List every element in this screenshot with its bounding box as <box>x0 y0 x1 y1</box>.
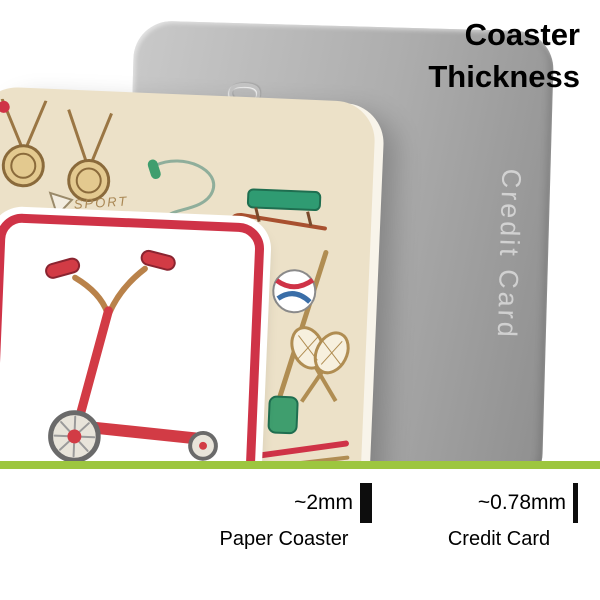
coaster-measurement: ~2mm Paper Coaster <box>196 482 372 551</box>
ball-icon <box>269 266 319 321</box>
page-title: Coaster Thickness <box>428 14 580 98</box>
scene: 0000 Credit Card <box>0 14 580 469</box>
title-line-2: Thickness <box>428 58 580 94</box>
coaster-measurement-row: ~2mm <box>196 482 372 524</box>
coaster-thickness-bar <box>360 483 372 523</box>
title-line-1: Coaster <box>464 17 580 52</box>
coaster-thickness-value: ~2mm <box>294 491 353 514</box>
card-measurement: ~0.78mm Credit Card <box>420 482 578 551</box>
card-brand-label: Credit Card <box>491 168 527 341</box>
medals-icon <box>0 98 134 220</box>
ski-pole-icon <box>254 246 359 469</box>
coaster-center-panel <box>0 212 266 469</box>
badminton-rackets-icon <box>277 325 360 413</box>
coaster-measurement-label: Paper Coaster <box>219 528 349 550</box>
card-measurement-label: Credit Card <box>447 528 551 550</box>
paper-coaster-graphic: SPORT <box>0 85 377 469</box>
surface-line <box>0 461 600 469</box>
card-thickness-value: ~0.78mm <box>477 491 566 514</box>
card-measurement-row: ~0.78mm <box>420 482 578 524</box>
scooter-icon <box>45 249 218 463</box>
card-thickness-bar <box>573 483 578 523</box>
